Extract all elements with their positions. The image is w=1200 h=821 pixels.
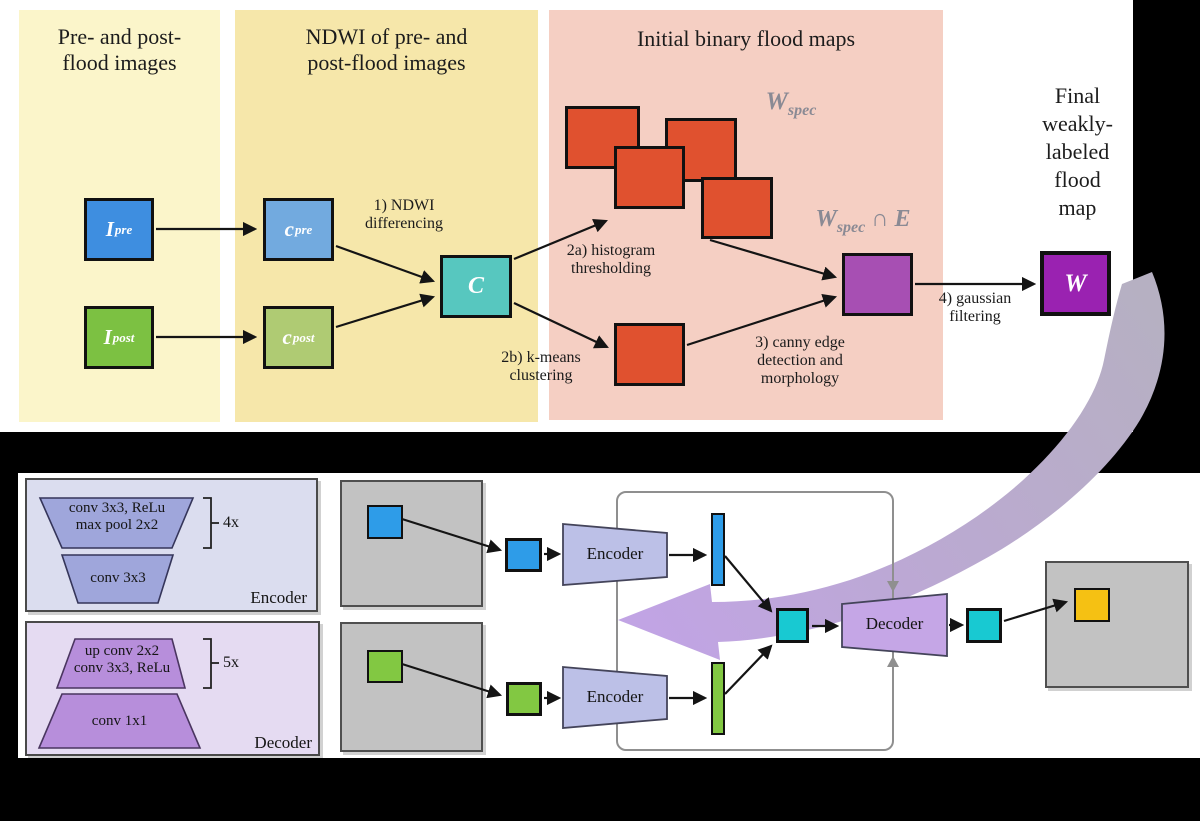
encoder-legend-trap2-text: conv 3x3	[90, 570, 146, 586]
wspec-intersect-e-label: Wspec ∩ E	[815, 206, 911, 236]
panel2-title: NDWI of pre- and post-flood images	[305, 24, 468, 75]
block-c-diff-label: C	[467, 273, 484, 299]
block-c-post-label: c	[282, 325, 292, 349]
block-w-final-label: W	[1064, 269, 1087, 297]
encoder-bottom-label: Encoder	[586, 687, 644, 706]
fused-feature-square	[776, 608, 809, 643]
decoder-legend-box: up conv 2x2 conv 3x3, ReLu 5x conv 1x1 D…	[25, 621, 320, 756]
block-wspec-intersect	[842, 253, 913, 316]
block-c-pre-label: c	[284, 217, 294, 241]
decoder-repeat-count: 5x	[223, 654, 239, 671]
decoder-legend-label: Decoder	[254, 733, 312, 752]
decoder-legend-trap2	[37, 693, 202, 749]
encoder-legend-shapes	[38, 497, 219, 604]
kmeans-map-square	[614, 323, 685, 386]
block-w-final: W	[1040, 251, 1111, 316]
post-patch-square	[367, 650, 403, 683]
decoded-feature-square	[966, 608, 1002, 643]
decoder-legend-trap2-text: conv 1x1	[91, 713, 148, 729]
post-image-box	[340, 622, 483, 752]
encoder-legend-trap1	[38, 497, 195, 549]
pre-feature-bar	[711, 513, 725, 586]
block-c-diff: C	[440, 255, 512, 318]
encoder-legend-trap1-text: conv 3x3, ReLu max pool 2x2	[68, 500, 166, 533]
output-map-box	[1045, 561, 1189, 688]
encoder-repeat-count: 4x	[223, 514, 239, 531]
block-i-pre-label: I	[105, 217, 114, 241]
post-feature-bar	[711, 662, 725, 735]
wspec-label: Wspec	[765, 88, 817, 119]
output-patch-square	[1074, 588, 1110, 622]
decoder-legend-trap1	[55, 638, 187, 689]
encoder-legend-box: conv 3x3, ReLu max pool 2x2 4x conv 3x3 …	[25, 478, 318, 612]
decoder-legend-shapes	[37, 638, 219, 749]
block-i-post-label: I	[103, 325, 112, 349]
pre-patch-input	[505, 538, 542, 572]
panel3-title: Initial binary flood maps	[636, 26, 856, 51]
final-flood-map-title: Final weakly- labeled flood map	[1042, 83, 1113, 220]
post-patch-input	[506, 682, 542, 716]
encoder-legend-trap2	[60, 554, 175, 604]
panel1-title: Pre- and post- flood images	[57, 24, 182, 75]
decoder-label: Decoder	[865, 614, 924, 633]
encoder-top-label: Encoder	[586, 544, 644, 563]
pre-image-box	[340, 480, 483, 607]
binary-map-square-4	[701, 177, 773, 239]
encoder-legend-label: Encoder	[250, 588, 307, 607]
binary-map-square-2	[614, 146, 685, 209]
decoder-legend-trap1-text: up conv 2x2 conv 3x3, ReLu	[73, 643, 171, 676]
pre-patch-square	[367, 505, 403, 539]
